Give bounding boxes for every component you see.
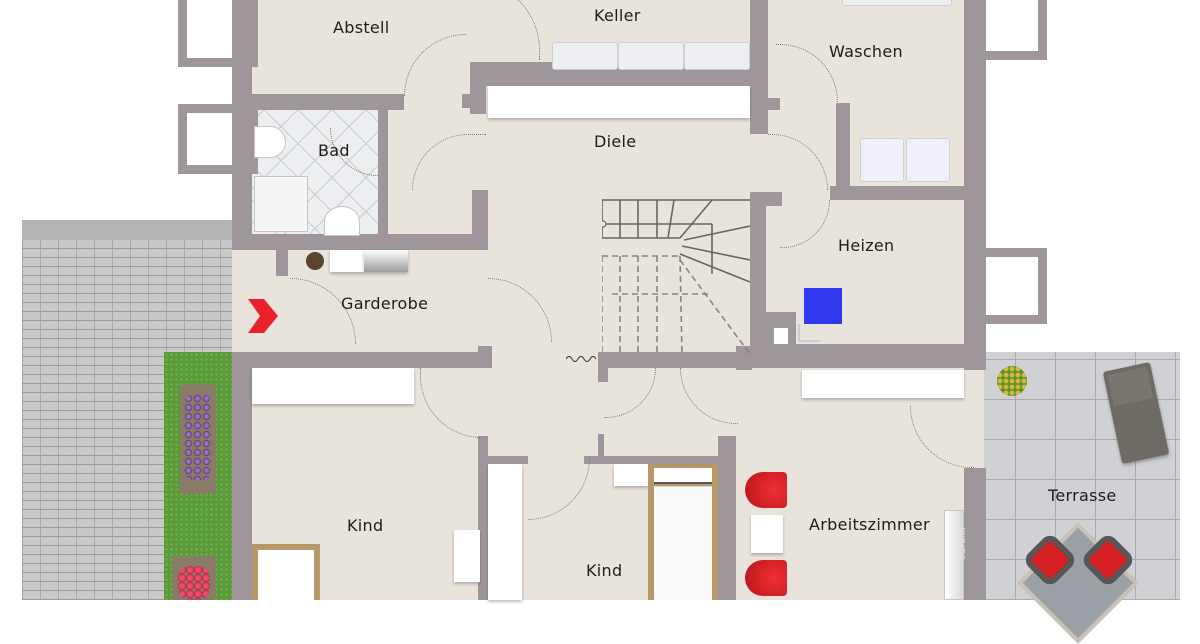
room-label-arbeitszimmer: Arbeitszimmer [809, 515, 930, 534]
wall [750, 0, 768, 134]
wall [964, 468, 986, 600]
wall [598, 352, 608, 382]
wall [964, 0, 986, 370]
boiler-pipe [798, 324, 820, 342]
room-label-heizen: Heizen [838, 236, 895, 255]
armchair-bottom [745, 560, 787, 596]
shelf-top [842, 0, 952, 6]
room-label-kind-middle: Kind [586, 561, 623, 580]
boiler-icon [804, 288, 842, 324]
terrace-plant [997, 366, 1027, 396]
wall [232, 94, 404, 110]
side-table [751, 515, 783, 553]
wall [830, 186, 966, 200]
desk-kind-left [454, 530, 480, 582]
staircase-icon [602, 198, 750, 354]
shower-tray [254, 176, 308, 232]
wall [472, 190, 488, 250]
wall [232, 234, 472, 250]
bed-kind-left [252, 544, 320, 600]
room-label-keller: Keller [594, 6, 641, 25]
wall [232, 352, 492, 368]
shoe-bench [364, 250, 408, 272]
room-label-bad: Bad [318, 141, 350, 160]
wall [478, 436, 488, 600]
armchair-top [745, 472, 787, 508]
room-label-garderobe: Garderobe [341, 294, 429, 313]
flowerbed-purple [180, 384, 216, 494]
room-label-diele: Diele [594, 132, 637, 151]
flowerbed-red [172, 556, 216, 600]
wall [718, 436, 736, 600]
cable-squiggle [566, 354, 598, 364]
wardrobe-kind-left [252, 368, 414, 404]
room-label-waschen: Waschen [829, 42, 903, 61]
wall [752, 192, 782, 206]
wall [600, 352, 980, 368]
wall [584, 456, 722, 464]
bed-kind-middle [648, 464, 718, 600]
plant-pot [306, 252, 324, 270]
watermark: oGrafik [958, 527, 968, 560]
wall [598, 434, 604, 464]
wardrobe-kind-middle [488, 464, 522, 600]
wall [378, 110, 388, 234]
wall [478, 346, 492, 368]
dryer [906, 138, 950, 182]
wall [488, 456, 528, 464]
shelf-keller [552, 42, 618, 70]
toilet [254, 126, 286, 158]
wall [836, 103, 850, 193]
sink [324, 206, 360, 236]
chimney [774, 328, 788, 344]
entrance-arrow-icon[interactable] [248, 299, 278, 333]
cabinet-arbeitszimmer [802, 370, 964, 398]
room-label-kind-left: Kind [347, 516, 384, 535]
wall [232, 0, 252, 246]
wall [232, 352, 252, 600]
shelf-keller [618, 42, 684, 70]
wall [470, 62, 486, 114]
shelf-keller [684, 42, 750, 70]
wardrobe-diele [488, 86, 750, 118]
driveway-roof-edge [22, 220, 282, 240]
nightstand [614, 464, 648, 486]
room-label-abstell: Abstell [333, 18, 390, 37]
room-label-terrasse: Terrasse [1048, 486, 1117, 505]
washing-machine [860, 138, 904, 182]
shoe-cabinet [330, 250, 364, 272]
